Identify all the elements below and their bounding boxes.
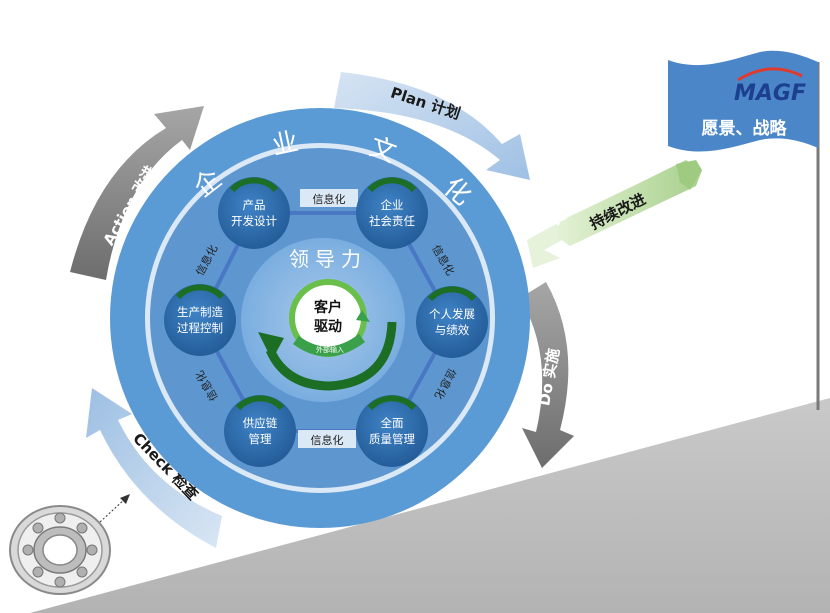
core-line-2: 驱动 <box>314 318 342 335</box>
flag-vision-text: 愿景、战略 <box>702 118 788 139</box>
node-supply: 供应链 管理 <box>224 395 296 467</box>
core-small-label: 外部输入 <box>316 345 344 354</box>
bearing-icon <box>9 505 111 595</box>
node-quality: 全面 质量管理 <box>356 395 428 467</box>
continuous-improvement-arrow: 持续改进 <box>527 160 702 268</box>
connector-bg-4 <box>298 430 356 448</box>
node-personal-line1: 个人发展 <box>429 307 475 321</box>
feedback-swirl-head-icon <box>258 332 284 360</box>
node-quality-line1: 全面 <box>381 416 404 430</box>
node-product-line2: 开发设计 <box>231 214 277 228</box>
core-input-band <box>293 333 366 357</box>
magf-logo-icon: MAGF <box>734 67 806 106</box>
node-supply-line2: 管理 <box>249 432 272 446</box>
node-supply-line1: 供应链 <box>243 416 278 430</box>
node-product-line1: 产品 <box>243 198 266 212</box>
flag-logo: MAGF <box>734 81 806 106</box>
core-arrowhead-icon <box>356 310 370 322</box>
node-csr: 企业 社会责任 <box>356 177 428 249</box>
connector-label-4: 信息化 <box>311 433 344 447</box>
node-quality-line2: 质量管理 <box>369 432 415 446</box>
vision-flag <box>668 50 818 152</box>
feedback-swirl-icon <box>265 321 397 391</box>
connector-bg-1 <box>300 189 358 207</box>
bearing-pointer-head <box>120 494 130 504</box>
node-production: 生产制造 过程控制 <box>164 284 236 356</box>
node-production-line2: 过程控制 <box>177 321 223 335</box>
node-csr-line1: 企业 <box>381 198 404 212</box>
node-personal: 个人发展 与绩效 <box>416 286 488 358</box>
ground-slope <box>30 398 830 613</box>
core-line-1: 客户 <box>313 299 342 316</box>
leadership-label: 领导力 <box>289 247 367 271</box>
node-personal-line2: 与绩效 <box>435 323 470 337</box>
ring-char-2: 业 <box>269 127 301 162</box>
node-production-line1: 生产制造 <box>177 305 223 319</box>
node-csr-line2: 社会责任 <box>369 214 415 228</box>
connector-label-1: 信息化 <box>313 192 346 206</box>
bearing-pointer <box>99 497 127 523</box>
node-product: 产品 开发设计 <box>218 177 290 249</box>
